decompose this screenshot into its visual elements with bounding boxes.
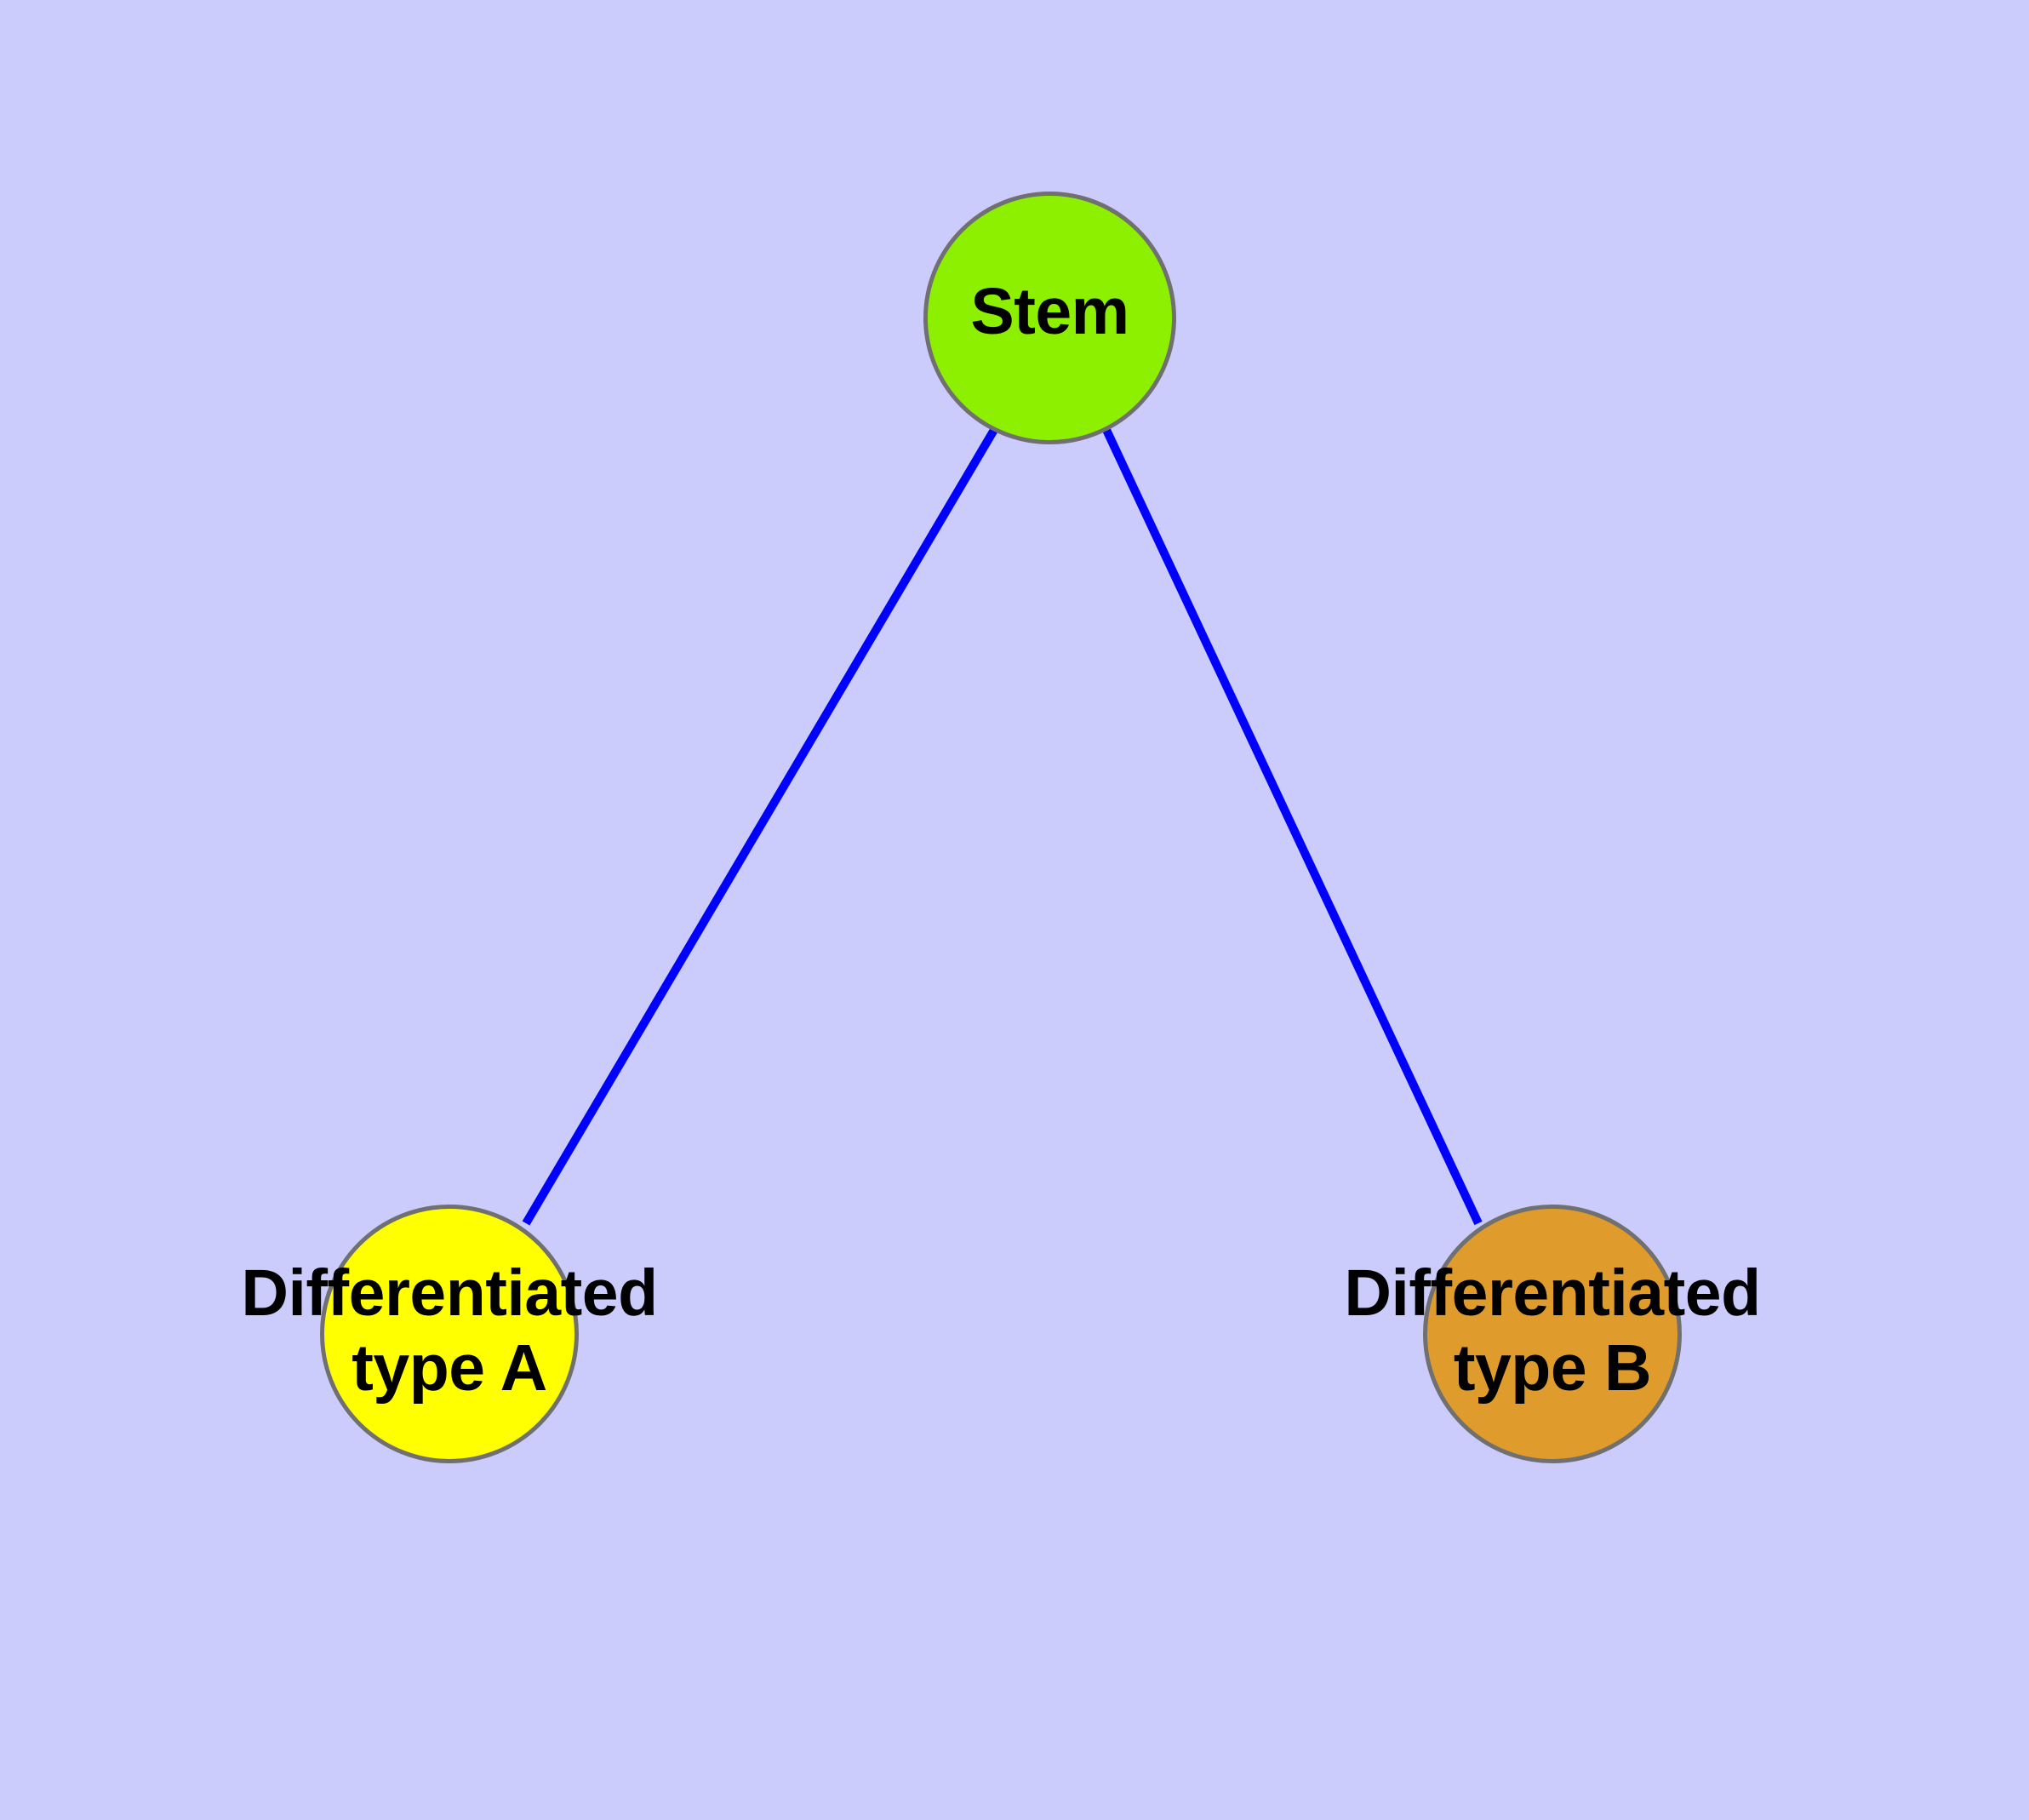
node-differentiated-type-a[interactable] <box>320 1205 579 1463</box>
node-differentiated-type-b-label: Differentiated type B <box>1344 1256 1761 1405</box>
node-stem[interactable] <box>923 192 1176 444</box>
node-differentiated-type-a-label: Differentiated type A <box>241 1256 658 1405</box>
edge-stem-to-type-b[interactable] <box>1102 427 1483 1226</box>
edge-stem-to-type-a[interactable] <box>522 427 998 1226</box>
node-stem-label: Stem <box>970 275 1129 348</box>
node-differentiated-type-b[interactable] <box>1423 1205 1682 1463</box>
